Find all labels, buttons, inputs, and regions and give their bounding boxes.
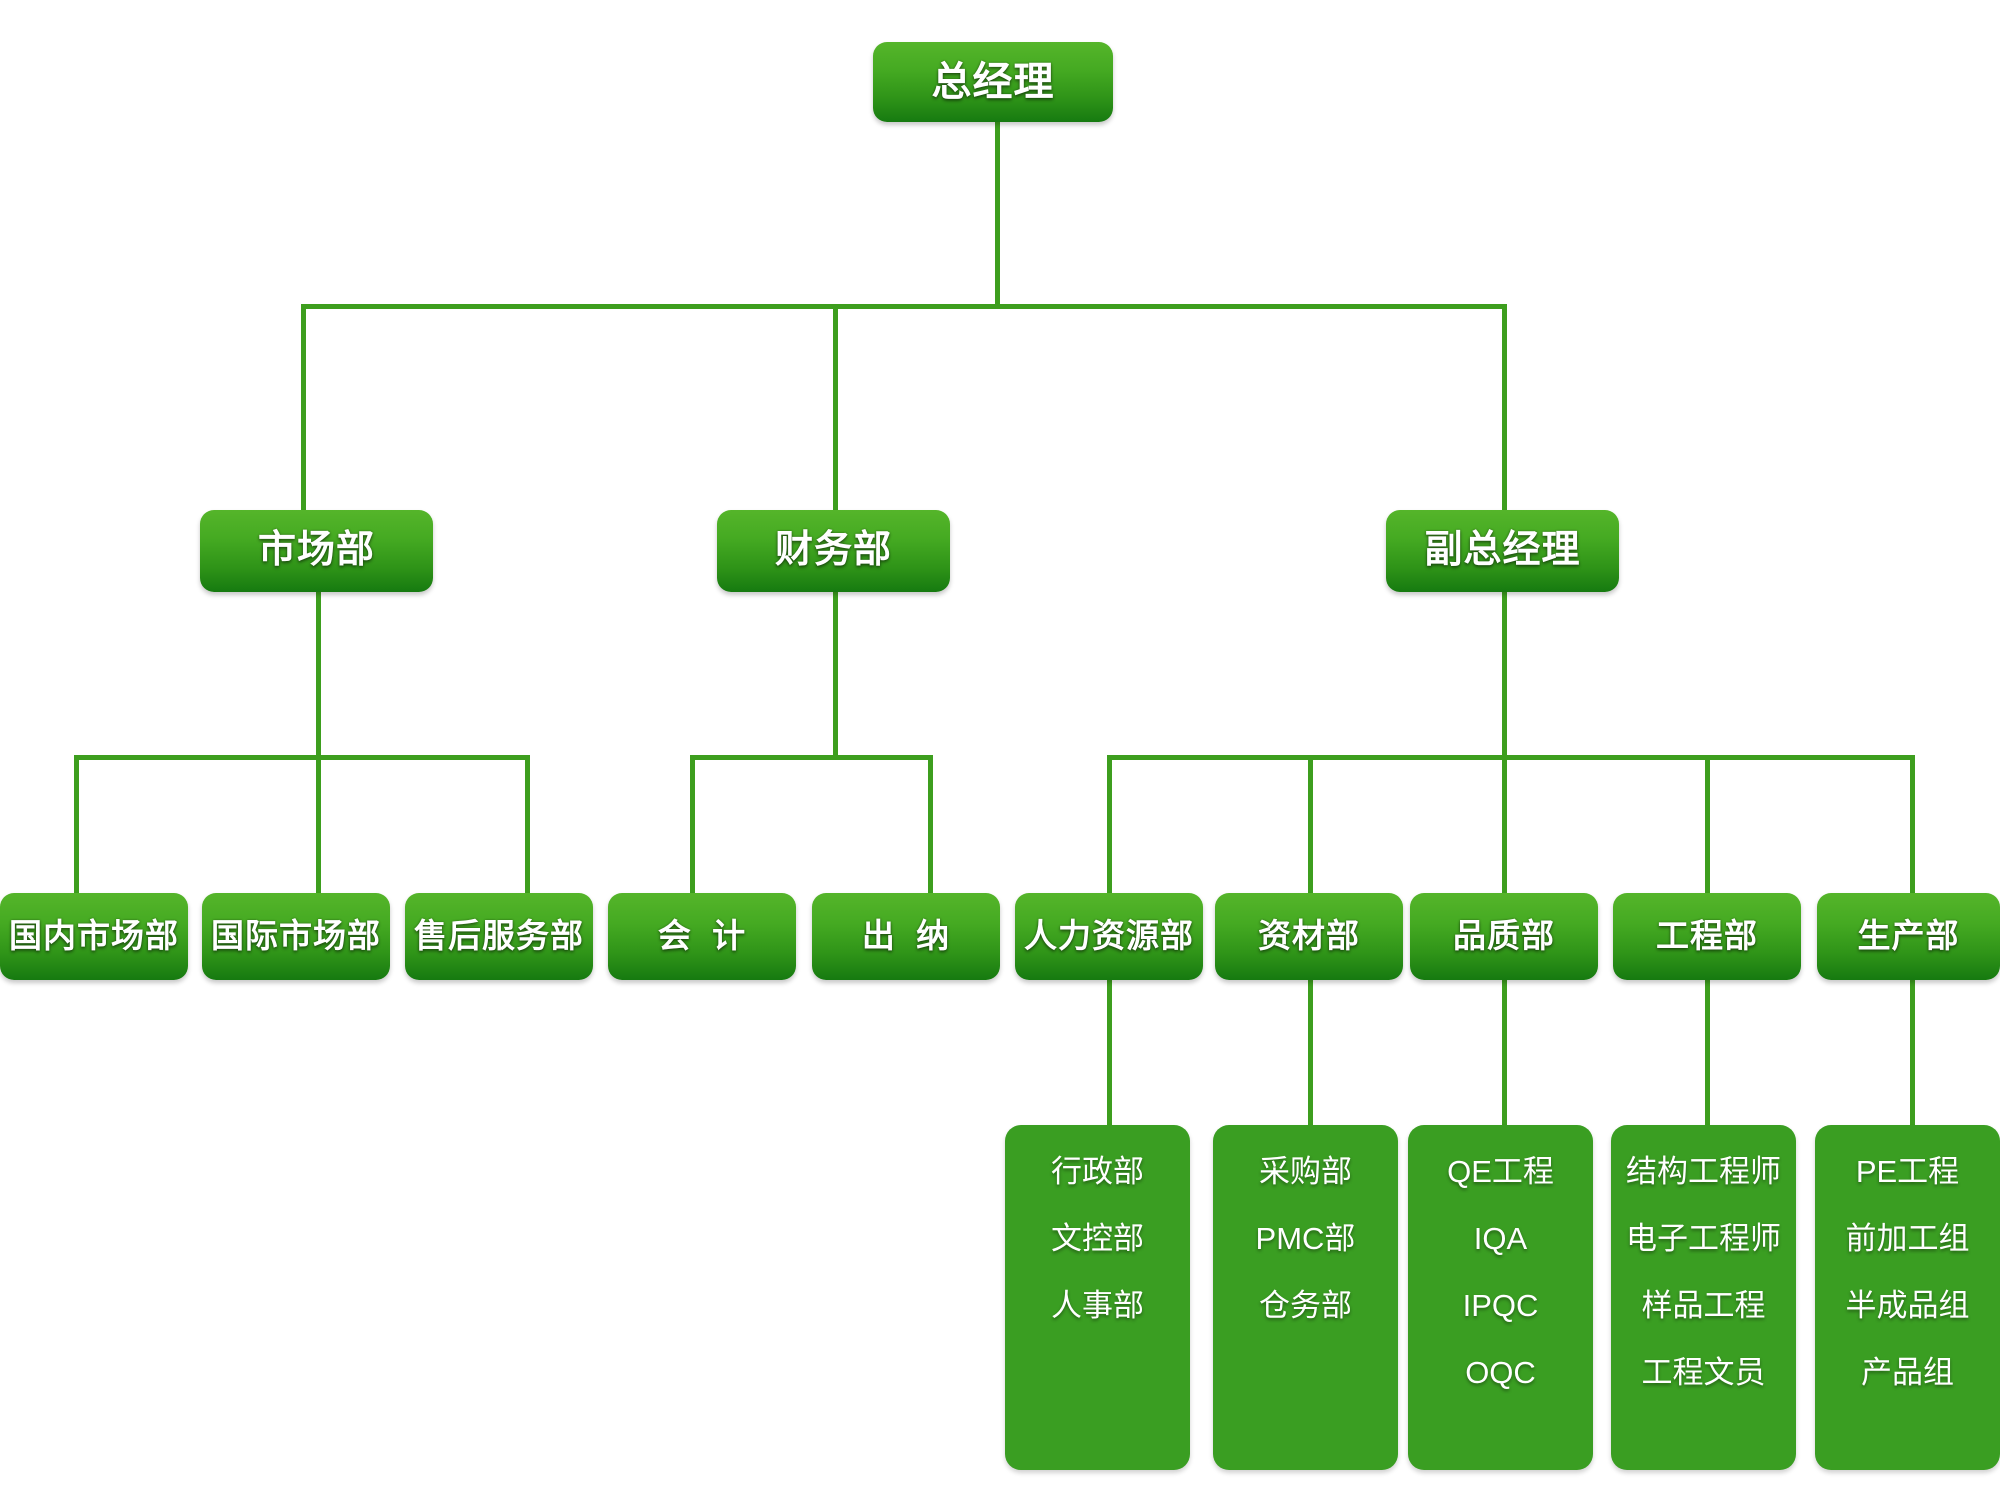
connector-drop-production — [1910, 755, 1915, 895]
node-after-sales-service[interactable]: 售后服务部 — [405, 893, 593, 980]
detail-item: 样品工程 — [1641, 1288, 1766, 1324]
connector-hr-to-detail — [1107, 980, 1112, 1125]
node-deputy-general-manager[interactable]: 副总经理 — [1386, 510, 1619, 592]
connector-deputy-stem — [1502, 591, 1507, 759]
detail-item: QE工程 — [1447, 1154, 1554, 1189]
node-label: 生产部 — [1857, 917, 1960, 955]
detail-item: 电子工程师 — [1626, 1221, 1781, 1257]
node-materials[interactable]: 资材部 — [1215, 893, 1403, 980]
detail-item: 产品组 — [1861, 1355, 1954, 1391]
detail-item: 半成品组 — [1845, 1288, 1970, 1324]
node-engineering[interactable]: 工程部 — [1613, 893, 1801, 980]
node-label: 会 计 — [657, 917, 747, 955]
connector-drop-domestic — [74, 755, 79, 895]
detail-box-human-resources[interactable]: 行政部 文控部 人事部 — [1005, 1125, 1190, 1470]
node-label: 资材部 — [1258, 917, 1360, 955]
node-label: 出 纳 — [861, 917, 951, 955]
node-label: 市场部 — [257, 529, 375, 572]
connector-quality-to-detail — [1502, 980, 1507, 1125]
node-label: 品质部 — [1453, 917, 1555, 955]
node-label: 财务部 — [774, 529, 892, 572]
node-label: 工程部 — [1656, 917, 1758, 955]
node-label: 总经理 — [931, 60, 1055, 104]
node-label: 国内市场部 — [9, 917, 179, 955]
detail-box-materials[interactable]: 采购部 PMC部 仓务部 — [1213, 1125, 1398, 1470]
node-production[interactable]: 生产部 — [1817, 893, 2000, 980]
detail-box-quality[interactable]: QE工程 IQA IPQC OQC — [1408, 1125, 1593, 1470]
connector-level2-bus — [301, 304, 1507, 309]
node-label: 人力资源部 — [1024, 917, 1194, 955]
detail-box-production[interactable]: PE工程 前加工组 半成品组 产品组 — [1815, 1125, 2000, 1470]
connector-drop-cashier — [928, 755, 933, 895]
node-label: 售后服务部 — [414, 917, 584, 955]
node-accounting[interactable]: 会 计 — [608, 893, 796, 980]
detail-item: 仓务部 — [1259, 1288, 1352, 1324]
connector-production-to-detail — [1910, 980, 1915, 1125]
connector-drop-quality — [1502, 755, 1507, 895]
connector-finance-bus — [690, 755, 933, 760]
connector-drop-aftersales — [525, 755, 530, 895]
connector-drop-accounting — [690, 755, 695, 895]
detail-item: 文控部 — [1051, 1221, 1144, 1257]
connector-deputy-bus — [1107, 755, 1915, 760]
node-label: 副总经理 — [1424, 529, 1581, 572]
detail-item: 行政部 — [1051, 1154, 1144, 1189]
connector-drop-deputy — [1502, 304, 1507, 514]
connector-marketing-stem — [316, 591, 321, 759]
connector-drop-engineering — [1705, 755, 1710, 895]
detail-item: IPQC — [1462, 1288, 1539, 1324]
node-label: 国际市场部 — [211, 917, 381, 955]
connector-drop-hr — [1107, 755, 1112, 895]
node-international-market[interactable]: 国际市场部 — [202, 893, 390, 980]
connector-drop-marketing — [301, 304, 306, 514]
node-human-resources[interactable]: 人力资源部 — [1015, 893, 1203, 980]
detail-item: 结构工程师 — [1626, 1154, 1781, 1189]
detail-item: IQA — [1473, 1221, 1528, 1257]
detail-item: 前加工组 — [1845, 1221, 1970, 1257]
node-marketing[interactable]: 市场部 — [200, 510, 433, 592]
detail-item: PMC部 — [1255, 1221, 1356, 1257]
connector-drop-international — [316, 755, 321, 895]
connector-gm-stem — [995, 120, 1000, 307]
detail-item: 采购部 — [1259, 1154, 1352, 1189]
connector-materials-to-detail — [1308, 980, 1313, 1125]
detail-item: 工程文员 — [1641, 1355, 1766, 1391]
detail-box-engineering[interactable]: 结构工程师 电子工程师 样品工程 工程文员 — [1611, 1125, 1796, 1470]
node-cashier[interactable]: 出 纳 — [812, 893, 1000, 980]
connector-drop-finance — [833, 304, 838, 514]
connector-engineering-to-detail — [1705, 980, 1710, 1125]
node-general-manager[interactable]: 总经理 — [873, 42, 1113, 122]
node-finance[interactable]: 财务部 — [717, 510, 950, 592]
detail-item: OQC — [1465, 1355, 1536, 1391]
detail-item: 人事部 — [1051, 1288, 1144, 1324]
connector-marketing-bus — [74, 755, 530, 760]
detail-item: PE工程 — [1855, 1154, 1960, 1189]
connector-finance-stem — [833, 591, 838, 759]
node-quality[interactable]: 品质部 — [1410, 893, 1598, 980]
node-domestic-market[interactable]: 国内市场部 — [0, 893, 188, 980]
connector-drop-materials — [1308, 755, 1313, 895]
